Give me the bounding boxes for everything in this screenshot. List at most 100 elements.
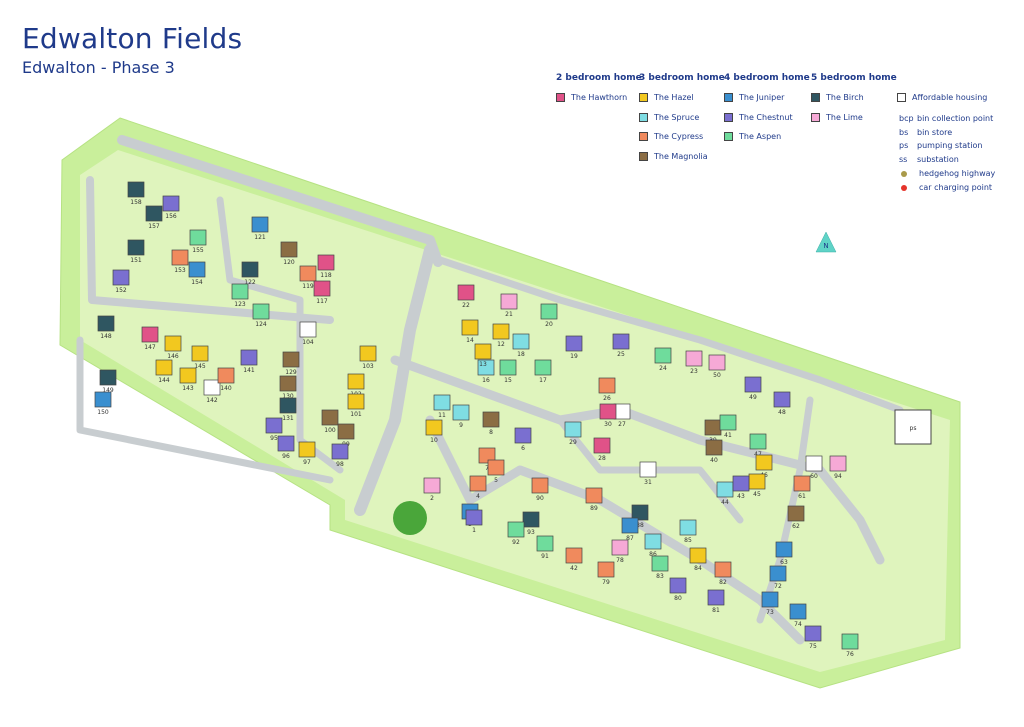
plot-45-house <box>748 473 766 490</box>
plot-22-house <box>457 284 475 301</box>
plot-11: 11 <box>433 394 451 419</box>
plot-86: 86 <box>644 533 662 558</box>
plot-122: 122 <box>241 261 259 286</box>
plot-44-house <box>716 481 734 498</box>
legend-label-hazel: The Hazel <box>654 93 694 102</box>
plot-119: 119 <box>299 265 317 290</box>
key-label-ss: substation <box>917 155 959 164</box>
plot-100-house <box>321 409 339 426</box>
key-code-bcp: bcp <box>899 114 914 123</box>
plot-101-number: 101 <box>350 411 362 418</box>
plot-74-house <box>789 603 807 620</box>
legend-item-spruce: The Spruce <box>639 112 699 123</box>
plot-119-number: 119 <box>302 283 314 290</box>
key-item-bs: bs bin store <box>899 127 952 138</box>
plot-48-house <box>773 391 791 408</box>
plot-29-house <box>564 421 582 438</box>
legend-item-hazel: The Hazel <box>639 92 694 103</box>
key-code-bs: bs <box>899 128 909 137</box>
plot-9-house <box>452 404 470 421</box>
access-road-southwest <box>76 336 334 484</box>
plot-30-house <box>599 403 617 420</box>
plot-61: 61 <box>793 475 811 500</box>
plot-95-house <box>265 417 283 434</box>
plot-131-number: 131 <box>282 415 294 422</box>
plot-16-house <box>477 359 495 376</box>
plot-92-number: 92 <box>512 539 520 546</box>
plot-73: 73 <box>761 591 779 616</box>
plot-63-number: 63 <box>780 559 788 566</box>
legend-label-cypress: The Cypress <box>654 132 704 141</box>
plot-61-house <box>793 475 811 492</box>
plot-154: 154 <box>188 261 206 286</box>
plot-149-number: 149 <box>102 387 114 394</box>
plot-25-house <box>612 333 630 350</box>
plot-142-house <box>203 379 221 396</box>
plot-87-house <box>621 517 639 534</box>
plot-153-number: 153 <box>174 267 186 274</box>
plot-80-house <box>669 577 687 594</box>
plot-96: 96 <box>277 435 295 460</box>
plot-19-number: 19 <box>570 353 578 360</box>
plot-49-house <box>744 376 762 393</box>
plot-29: 29 <box>564 421 582 446</box>
plot-96-number: 96 <box>282 453 290 460</box>
plot-26-number: 26 <box>603 395 611 402</box>
plot-28-house <box>593 437 611 454</box>
plot-61-number: 61 <box>798 493 806 500</box>
plot-5-number: 5 <box>494 477 498 484</box>
plot-21-house <box>500 293 518 310</box>
legend-item-birch: The Birch <box>811 92 864 103</box>
swatch-aspen <box>724 132 733 141</box>
plot-144: 144 <box>155 359 173 384</box>
plots-layer: 1581571561551541531521511481471461451441… <box>94 181 859 658</box>
plot-88-number: 88 <box>636 522 644 529</box>
plot-147-number: 147 <box>144 344 156 351</box>
swatch-lime <box>811 113 820 122</box>
plot-129-house <box>282 351 300 368</box>
plot-31-house <box>639 461 657 478</box>
key-item-hedgehog: hedgehog highway <box>899 168 995 179</box>
plot-7-number: 7 <box>485 465 489 472</box>
plot-156-number: 156 <box>165 213 177 220</box>
plot-86-number: 86 <box>649 551 657 558</box>
plot-23-house <box>685 350 703 367</box>
plot-129-number: 129 <box>285 369 297 376</box>
plot-43-house <box>732 475 750 492</box>
plot-11-house <box>433 394 451 411</box>
legend-heading-4bed: 4 bedroom home <box>724 73 810 83</box>
legend-heading-2bed: 2 bedroom home <box>556 73 642 83</box>
legend-item-affordable: Affordable housing <box>897 92 987 103</box>
swatch-spruce <box>639 113 648 122</box>
car-charging-point-icon <box>901 184 907 191</box>
plot-5: 5 <box>487 459 505 484</box>
key-code-ss: ss <box>899 155 908 164</box>
plot-146: 146 <box>164 335 182 360</box>
plot-83-house <box>651 555 669 572</box>
plot-74: 74 <box>789 603 807 628</box>
plot-1: 1 <box>465 509 483 534</box>
plot-24-number: 24 <box>659 365 667 372</box>
page-subtitle: Edwalton - Phase 3 <box>22 58 175 77</box>
plot-91-number: 91 <box>541 553 549 560</box>
plot-122-number: 122 <box>244 279 256 286</box>
plot-23: 23 <box>685 350 703 375</box>
plot-122-house <box>241 261 259 278</box>
plot-20: 20 <box>540 303 558 328</box>
plot-31-number: 31 <box>644 479 652 486</box>
plot-87-number: 87 <box>626 535 634 542</box>
plot-89-number: 89 <box>590 505 598 512</box>
plot-141: 141 <box>240 349 258 374</box>
legend-label-affordable: Affordable housing <box>912 93 988 102</box>
plot-124-number: 124 <box>255 321 267 328</box>
plot-78: 78 <box>611 539 629 564</box>
plot-103: 103 <box>359 345 377 370</box>
plot-12-house <box>492 323 510 340</box>
plot-124: 124 <box>252 303 270 328</box>
plot-26-house <box>598 377 616 394</box>
plot-78-number: 78 <box>616 557 624 564</box>
plot-100-number: 100 <box>324 427 336 434</box>
plot-63: 63 <box>775 541 793 566</box>
plot-18-house <box>512 333 530 350</box>
plot-157: 157 <box>145 205 163 230</box>
